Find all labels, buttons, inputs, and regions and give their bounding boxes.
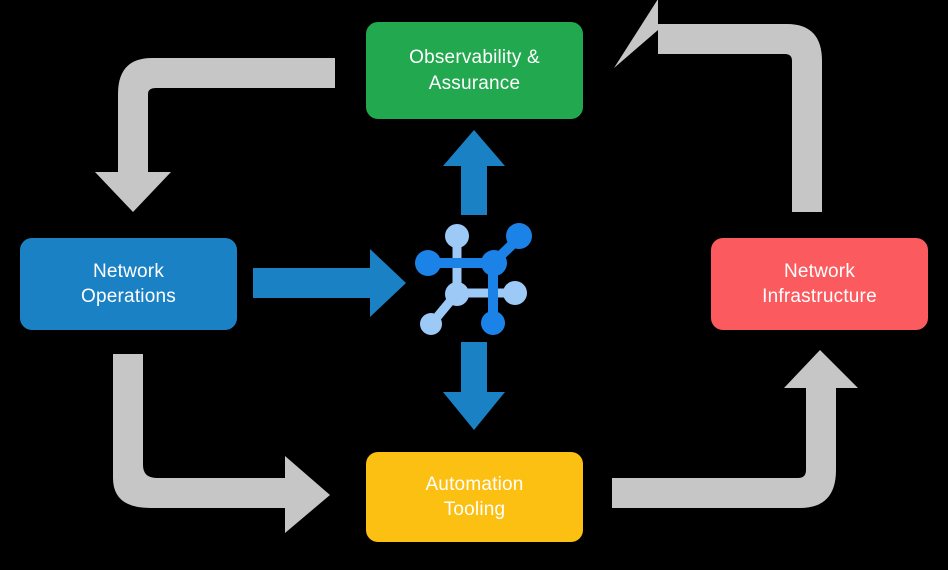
arrow-network-infrastructure-to-observability	[614, 0, 822, 212]
node-automation-tooling[interactable]: Automation Tooling	[366, 452, 583, 542]
node-label-automation-tooling: Automation Tooling	[425, 473, 524, 520]
node-network-operations[interactable]: Network Operations	[20, 238, 237, 330]
node-label-observability-assurance: Observability & Assurance	[409, 47, 540, 94]
node-label-network-operations: Network Operations	[81, 260, 176, 307]
node-label-network-infrastructure: Network Infrastructure	[762, 260, 877, 307]
arrow-network-operations-to-center	[253, 249, 406, 317]
arrow-automation-tooling-to-network-infrastructure	[612, 350, 858, 508]
network-graph-icon	[415, 223, 532, 335]
arrow-network-operations-to-automation-tooling	[113, 354, 330, 533]
node-network-infrastructure[interactable]: Network Infrastructure	[711, 238, 928, 330]
arrow-center-to-observability	[443, 130, 505, 215]
arrow-center-to-automation-tooling	[443, 342, 505, 430]
node-observability-assurance[interactable]: Observability & Assurance	[366, 22, 583, 119]
arrow-observability-to-network-operations	[95, 58, 335, 212]
